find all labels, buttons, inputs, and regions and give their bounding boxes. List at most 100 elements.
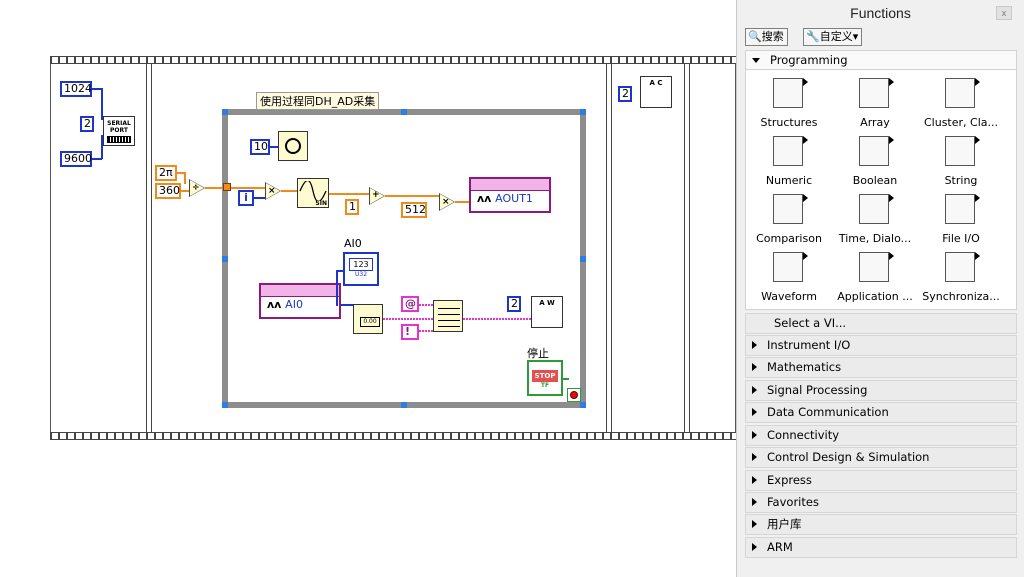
- constant-2-port[interactable]: 2: [80, 116, 94, 132]
- block-diagram[interactable]: 1024 2 9600 SERIAL PORT 2π 360 ÷ 使用过程同DH…: [0, 0, 736, 577]
- category-signal-processing[interactable]: Signal Processing: [745, 380, 1017, 401]
- tile-application-control[interactable]: Application ...: [832, 246, 918, 303]
- serial-write-node[interactable]: A W: [531, 296, 563, 328]
- application-control-icon: [859, 252, 889, 282]
- functions-palette[interactable]: Functions x 🔍搜索 🔧自定义▾ Programming Struct…: [736, 0, 1024, 577]
- serial-port-node[interactable]: SERIAL PORT: [103, 116, 135, 146]
- category-label: Express: [767, 473, 812, 487]
- constant-10[interactable]: 10: [250, 139, 270, 155]
- tile-cluster[interactable]: Cluster, Cla...: [918, 72, 1004, 129]
- cluster-icon: [945, 78, 975, 108]
- constant-1[interactable]: 1: [345, 199, 359, 215]
- divide-symbol: ÷: [192, 183, 200, 193]
- clock-icon: [285, 138, 301, 154]
- category-express[interactable]: Express: [745, 470, 1017, 491]
- category-control-design[interactable]: Control Design & Simulation: [745, 447, 1017, 468]
- customize-label: 自定义▾: [819, 30, 859, 43]
- constant-360[interactable]: 360: [155, 183, 181, 199]
- expand-arrow-icon: [752, 363, 757, 371]
- constant-2-close[interactable]: 2: [618, 86, 632, 102]
- wire-10: [270, 146, 278, 148]
- programming-palette-grid: Structures Array Cluster, Cla... Numeric…: [745, 70, 1017, 310]
- serial-close-node[interactable]: A C: [640, 76, 672, 108]
- loop-corner-bl: [222, 402, 228, 408]
- tile-time-dialog[interactable]: Time, Dialo...: [832, 188, 918, 245]
- tile-file-io[interactable]: File I/O: [918, 188, 1004, 245]
- constant-512[interactable]: 512: [401, 202, 427, 218]
- tile-numeric[interactable]: Numeric: [746, 130, 832, 187]
- format-icon: 0.00: [360, 317, 380, 327]
- loop-corner-br: [580, 402, 586, 408]
- ai0-control[interactable]: ᴧᴧ AI0: [259, 283, 341, 319]
- tile-label: Synchroniza...: [922, 290, 1000, 303]
- waveform-icon: [773, 252, 803, 282]
- wait-ms-node[interactable]: [278, 131, 308, 161]
- iteration-terminal[interactable]: i: [238, 190, 254, 206]
- tile-structures[interactable]: Structures: [746, 72, 832, 129]
- select-vi-item[interactable]: Select a VI...: [745, 313, 1017, 334]
- waveform-icon: ᴧᴧ: [477, 192, 496, 205]
- add-symbol-1: +: [372, 190, 380, 200]
- concat-strings-node[interactable]: [433, 300, 463, 332]
- sine-wave-icon: [299, 181, 327, 201]
- search-button[interactable]: 🔍搜索: [745, 28, 788, 46]
- sine-label: SIN: [315, 200, 327, 207]
- sine-node[interactable]: SIN: [297, 178, 329, 208]
- multiply-node-2[interactable]: [439, 193, 455, 211]
- tile-synchronization[interactable]: Synchroniza...: [918, 246, 1004, 303]
- category-arm[interactable]: ARM: [745, 537, 1017, 558]
- comparison-icon: [773, 194, 803, 224]
- tile-label: String: [944, 174, 978, 187]
- category-label: Control Design & Simulation: [767, 450, 930, 464]
- category-mathematics[interactable]: Mathematics: [745, 357, 1017, 378]
- wire-ai0-out: [341, 304, 353, 306]
- category-data-communication[interactable]: Data Communication: [745, 402, 1017, 423]
- tile-comparison[interactable]: Comparison: [746, 188, 832, 245]
- tile-label: Waveform: [761, 290, 817, 303]
- multiply-node-1[interactable]: [265, 182, 281, 200]
- format-node[interactable]: 0.00: [353, 304, 383, 334]
- stop-button[interactable]: STOP TF: [527, 360, 563, 396]
- palette-title-bar[interactable]: Functions x: [737, 0, 1024, 26]
- divide-node[interactable]: [189, 179, 205, 197]
- category-user-library[interactable]: 用户库: [745, 514, 1017, 535]
- palette-close-button[interactable]: x: [996, 6, 1012, 20]
- ai0-numeric-indicator[interactable]: 123 U32: [343, 252, 379, 286]
- tile-label: Cluster, Cla...: [923, 116, 998, 129]
- category-instrument-io[interactable]: Instrument I/O: [745, 335, 1017, 356]
- tile-string[interactable]: String: [918, 130, 1004, 187]
- tile-boolean[interactable]: Boolean: [832, 130, 918, 187]
- constant-2pi[interactable]: 2π: [155, 165, 177, 181]
- constant-at[interactable]: @: [401, 296, 419, 312]
- subpalette-arrow: [975, 252, 980, 260]
- caret-down-icon: [752, 58, 760, 63]
- constant-1024[interactable]: 1024: [60, 81, 92, 97]
- category-favorites[interactable]: Favorites: [745, 492, 1017, 513]
- loop-corner-tr: [580, 109, 586, 115]
- wire-1024-v: [101, 88, 103, 120]
- stop-tf: TF: [540, 382, 550, 389]
- wire-9600: [92, 158, 102, 160]
- wire-divide-out: [205, 187, 225, 189]
- constant-9600[interactable]: 9600: [60, 151, 92, 167]
- constant-2-write[interactable]: 2: [507, 296, 521, 312]
- customize-button[interactable]: 🔧自定义▾: [803, 28, 863, 46]
- category-connectivity[interactable]: Connectivity: [745, 425, 1017, 446]
- tile-array[interactable]: Array: [832, 72, 918, 129]
- loop-condition-terminal[interactable]: [567, 388, 581, 402]
- flat-sequence-frame[interactable]: [50, 56, 736, 440]
- wire-concat-out: [463, 318, 531, 320]
- close-icon: A C: [649, 79, 663, 87]
- aout1-top: [471, 179, 549, 191]
- aout1-indicator[interactable]: ᴧᴧ AOUT1: [469, 177, 551, 213]
- subpalette-arrow: [975, 194, 980, 202]
- expand-arrow-icon: [752, 386, 757, 394]
- add-node-1[interactable]: [369, 187, 385, 205]
- tile-waveform[interactable]: Waveform: [746, 246, 832, 303]
- wrench-icon: 🔧: [806, 30, 820, 43]
- loop-tunnel[interactable]: [223, 183, 231, 191]
- subvi-label[interactable]: 使用过程同DH_AD采集: [256, 92, 380, 110]
- constant-bang[interactable]: !: [401, 324, 419, 340]
- category-programming[interactable]: Programming: [745, 50, 1017, 70]
- expand-arrow-icon: [752, 408, 757, 416]
